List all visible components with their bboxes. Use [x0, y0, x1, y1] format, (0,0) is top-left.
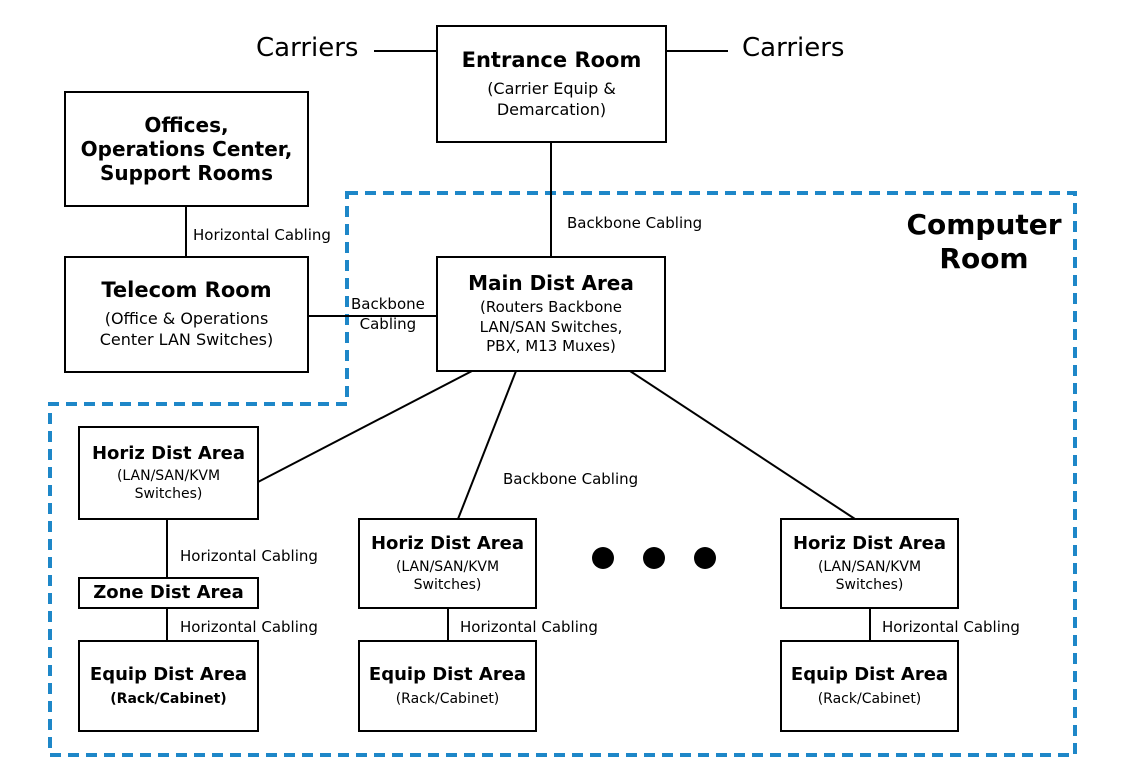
equip-dist-area-2-title: Equip Dist Area — [368, 663, 527, 685]
ellipsis-dot-3 — [694, 547, 716, 569]
carriers-label-left: Carriers — [256, 33, 359, 63]
telecom-room-box: Telecom Room (Office & Operations Center… — [64, 256, 309, 373]
equip-dist-area-1-title: Equip Dist Area — [89, 664, 248, 686]
main-dist-area-sub1: (Routers Backbone — [480, 298, 622, 317]
horiz-dist-area-3-box: Horiz Dist Area (LAN/SAN/KVM Switches) — [780, 518, 959, 609]
horiz-dist-area-2-box: Horiz Dist Area (LAN/SAN/KVM Switches) — [358, 518, 537, 609]
offices-line3: Support Rooms — [99, 161, 274, 185]
equip-dist-area-3-sub: (Rack/Cabinet) — [817, 691, 922, 708]
horiz-dist-area-2-title: Horiz Dist Area — [370, 533, 525, 555]
backbone-line-mda-hda1 — [257, 370, 473, 483]
equip-dist-area-2-box: Equip Dist Area (Rack/Cabinet) — [358, 640, 537, 732]
horizontal-cabling-label-hda3: Horizontal Cabling — [882, 618, 1020, 636]
main-dist-area-title: Main Dist Area — [468, 271, 634, 296]
telecom-room-sub2: Center LAN Switches) — [99, 330, 274, 350]
main-dist-area-box: Main Dist Area (Routers Backbone LAN/SAN… — [436, 256, 666, 372]
offices-box: Offices, Operations Center, Support Room… — [64, 91, 309, 207]
zone-dist-area-title: Zone Dist Area — [93, 582, 244, 604]
equip-dist-area-1-box: Equip Dist Area (Rack/Cabinet) — [78, 640, 259, 732]
backbone-cabling-label-telecom-line2: Cabling — [359, 315, 417, 334]
backbone-cabling-label-mid: Backbone Cabling — [503, 470, 639, 488]
computer-room-boundary — [48, 191, 1077, 757]
entrance-room-title: Entrance Room — [461, 47, 642, 72]
equip-dist-area-3-box: Equip Dist Area (Rack/Cabinet) — [780, 640, 959, 732]
entrance-room-sub2: Demarcation) — [496, 99, 607, 119]
main-dist-area-sub2: LAN/SAN Switches, — [479, 317, 623, 336]
horiz-dist-area-3-title: Horiz Dist Area — [792, 533, 947, 555]
ellipsis-dot-1 — [592, 547, 614, 569]
backbone-line-mda-hda2 — [457, 370, 517, 520]
offices-line1: Offices, — [144, 113, 229, 137]
horiz-dist-area-1-sub2: Switches) — [134, 486, 203, 503]
equip-dist-area-3-title: Equip Dist Area — [790, 663, 949, 685]
horiz-dist-area-2-sub1: (LAN/SAN/KVM — [395, 558, 500, 575]
computer-room-title-line1: Computer — [906, 208, 1062, 241]
computer-room-title-line2: Room — [939, 241, 1029, 275]
telecom-room-title: Telecom Room — [101, 278, 272, 303]
zone-dist-area-box: Zone Dist Area — [78, 577, 259, 609]
entrance-room-box: Entrance Room (Carrier Equip & Demarcati… — [436, 25, 667, 143]
entrance-room-sub1: (Carrier Equip & — [487, 78, 616, 98]
equip-dist-area-1-sub: (Rack/Cabinet) — [110, 690, 227, 707]
horizontal-cabling-label-offices: Horizontal Cabling — [193, 226, 331, 244]
backbone-line-mda-hda3 — [629, 370, 856, 520]
computer-room-title: Computer Room — [905, 208, 1063, 275]
backbone-cabling-label-telecom-line1: Backbone — [351, 295, 425, 313]
main-dist-area-sub3: PBX, M13 Muxes) — [486, 337, 616, 356]
horiz-dist-area-3-sub1: (LAN/SAN/KVM — [817, 558, 922, 575]
horizontal-cabling-label-zda: Horizontal Cabling — [180, 618, 318, 636]
horiz-dist-area-2-sub2: Switches) — [413, 576, 482, 593]
telecom-room-sub1: (Office & Operations — [104, 309, 269, 329]
offices-line2: Operations Center, — [80, 137, 293, 161]
horizontal-cabling-label-hda2: Horizontal Cabling — [460, 618, 598, 636]
horizontal-cabling-label-hda1: Horizontal Cabling — [180, 547, 318, 565]
backbone-cabling-label-telecom: Backbone Cabling — [351, 294, 425, 335]
horiz-dist-area-1-sub1: (LAN/SAN/KVM — [116, 468, 221, 485]
ellipsis-dot-2 — [643, 547, 665, 569]
backbone-cabling-label-top: Backbone Cabling — [567, 214, 703, 232]
carriers-label-right: Carriers — [742, 33, 845, 63]
horiz-dist-area-3-sub2: Switches) — [835, 576, 904, 593]
equip-dist-area-2-sub: (Rack/Cabinet) — [395, 691, 500, 708]
horiz-dist-area-1-box: Horiz Dist Area (LAN/SAN/KVM Switches) — [78, 426, 259, 520]
horiz-dist-area-1-title: Horiz Dist Area — [91, 442, 246, 464]
